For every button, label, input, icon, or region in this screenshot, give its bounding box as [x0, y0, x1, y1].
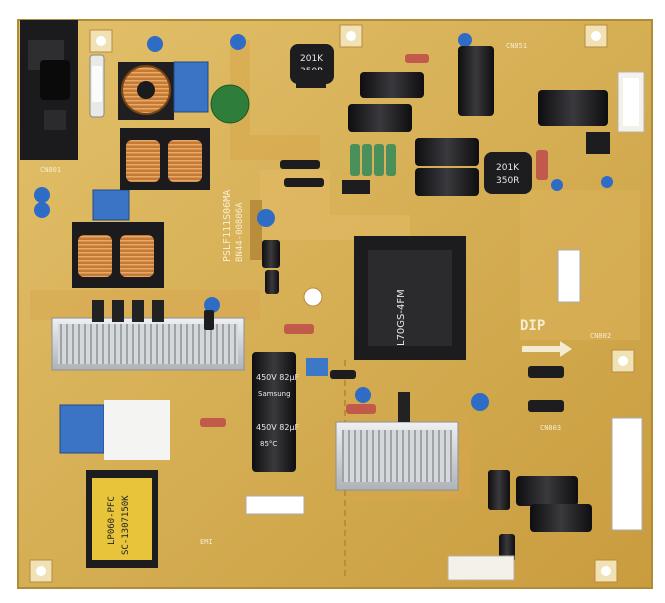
- copper-trace: [260, 170, 410, 240]
- common-mode-choke-2: [72, 222, 164, 288]
- isolation-slot: [250, 200, 262, 260]
- ac-input-connector: [20, 20, 78, 160]
- pfc-coil: LP060-PFC SC-1307150K: [86, 470, 158, 568]
- board-model-label: PSLF111S06MA: [222, 190, 233, 262]
- svg-text:L70GS-4FM: L70GS-4FM: [396, 289, 407, 346]
- output-connector-bottom: [447, 555, 515, 581]
- dip-arrow: [522, 341, 572, 357]
- silkscreen-emi: EMI: [200, 538, 213, 546]
- svg-text:Samsung: Samsung: [258, 390, 291, 398]
- barcode-labels: [245, 249, 643, 531]
- svg-text:201K: 201K: [496, 163, 520, 173]
- silkscreen-connector: CN801: [40, 166, 61, 174]
- svg-text:450V 82μF: 450V 82μF: [256, 423, 300, 432]
- resistors: [200, 54, 564, 427]
- disc-capacitors: [34, 33, 613, 411]
- svg-text:201K: 201K: [300, 54, 324, 64]
- board-part-number-label: BN44-00806A: [235, 202, 245, 262]
- silkscreen-connector: CN803: [540, 424, 561, 432]
- optocouplers: [296, 70, 610, 194]
- x-capacitors: [59, 61, 209, 454]
- secondary-heatsink: [335, 392, 459, 491]
- fuse: [89, 54, 105, 118]
- dip-label: DIP: [520, 318, 545, 334]
- common-mode-choke-1: [120, 128, 210, 190]
- svg-text:85°C: 85°C: [260, 440, 277, 448]
- toroid-inductor: [118, 62, 174, 120]
- electrolytic-capacitors: [262, 46, 608, 562]
- silkscreen-connector: CN802: [590, 332, 611, 340]
- main-transformer: L70GS-4FM: [354, 236, 466, 360]
- svg-text:350R: 350R: [496, 176, 519, 186]
- svg-text:SC-1307150K: SC-1307150K: [121, 495, 131, 555]
- bridge-heatsink: [51, 300, 245, 371]
- insulator-pad: [104, 400, 170, 460]
- inductor-mid: 201K 350R: [484, 152, 532, 194]
- svg-text:450V 82μF: 450V 82μF: [256, 373, 300, 382]
- mounting-holes: [29, 24, 635, 583]
- main-bulk-capacitor: 450V 82μF Samsung 450V 82μF 85°C: [252, 352, 300, 472]
- copper-trace: [30, 290, 260, 320]
- varistor: [210, 84, 250, 124]
- output-connector-right: [617, 71, 645, 133]
- svg-text:LP060-PFC: LP060-PFC: [107, 496, 117, 545]
- silkscreen-connector: CN851: [506, 42, 527, 50]
